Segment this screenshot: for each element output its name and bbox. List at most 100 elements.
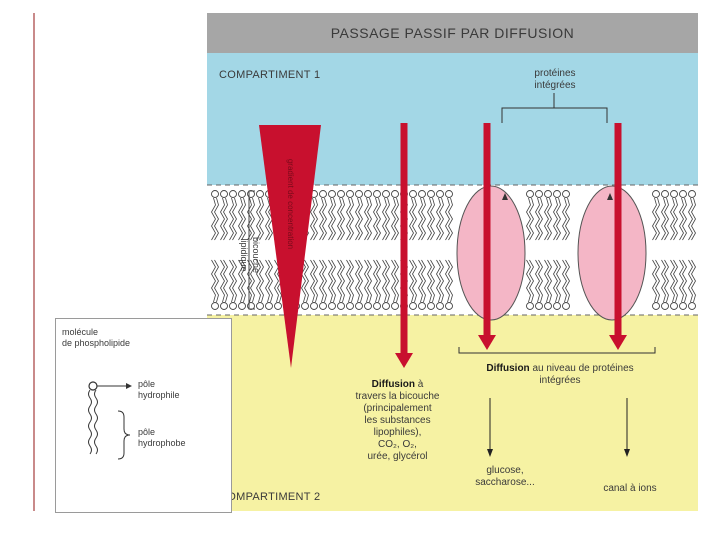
phospholipid-head: [392, 191, 399, 198]
phospholipid-tail: [374, 260, 378, 302]
phospholipid-head: [680, 303, 687, 310]
phospholipid-tail: [221, 198, 225, 240]
phospholipid-legend: molécule de phospholipide pôle hydrophil…: [55, 318, 232, 513]
diffusion-figure: PASSAGE PASSIF PAR DIFFUSION: [33, 13, 698, 511]
phospholipid-head: [257, 191, 264, 198]
phospholipid-tail: [554, 198, 558, 240]
phospholipid-tail: [419, 198, 423, 240]
phospholipid-tail: [212, 260, 216, 302]
phospholipid-head: [212, 303, 219, 310]
phospholipid-tail: [329, 198, 333, 240]
phospholipid-head: [365, 303, 372, 310]
phospholipid-head: [374, 303, 381, 310]
phospholipid-head: [383, 303, 390, 310]
phospholipid-head: [410, 303, 417, 310]
phospholipid-tail: [653, 198, 657, 240]
phospholipid-head: [545, 303, 552, 310]
phospholipid-head: [536, 303, 543, 310]
phospholipid-tail: [419, 260, 423, 302]
sugars-example: glucose, saccharose...: [465, 465, 545, 489]
phospholipid-tail: [266, 260, 270, 302]
legend-phospholipid-icon: [56, 319, 231, 512]
phospholipid-tail: [392, 260, 396, 302]
phospholipid-tail: [356, 260, 360, 302]
phospholipid-tail: [356, 198, 360, 240]
phospholipid-tail: [689, 260, 693, 302]
phospholipid-tail: [437, 198, 441, 240]
diffusion-arrow-bilayer-head: [395, 353, 413, 368]
phospholipid-head: [320, 191, 327, 198]
phospholipid-tail: [320, 198, 324, 240]
legend-hydrophilic-label: pôle hydrophile: [138, 379, 180, 401]
phospholipid-head: [428, 303, 435, 310]
phospholipid-head: [446, 191, 453, 198]
phospholipid-tail: [671, 260, 675, 302]
phospholipid-tail: [230, 198, 234, 240]
compartment-1-label: COMPARTIMENT 1: [219, 69, 320, 81]
phospholipid-head: [320, 303, 327, 310]
phospholipid-tail: [446, 198, 450, 240]
phospholipid-tail: [410, 260, 414, 302]
phospholipid-tail: [563, 198, 567, 240]
phospholipid-head: [419, 191, 426, 198]
bilayer-label: bicouche lipidique: [238, 200, 262, 310]
diffusion-arrow-protein-2-head: [609, 335, 627, 350]
phospholipid-head: [671, 303, 678, 310]
phospholipid-head: [554, 303, 561, 310]
phospholipid-tail: [365, 198, 369, 240]
phospholipid-head: [338, 191, 345, 198]
phospholipid-head: [239, 191, 246, 198]
phospholipid-head: [563, 191, 570, 198]
phospholipid-tail: [545, 260, 549, 302]
diffusion-proteins-text: Diffusion au niveau de protéines intégré…: [455, 363, 665, 387]
phospholipid-head: [446, 303, 453, 310]
phospholipid-tail: [266, 198, 270, 240]
diffusion-arrow-protein-1-head: [478, 335, 496, 350]
phospholipid-tail: [536, 260, 540, 302]
phospholipid-tail: [428, 198, 432, 240]
ion-channel-example: canal à ions: [585, 483, 675, 495]
phospholipid-head: [365, 191, 372, 198]
phospholipid-head: [392, 303, 399, 310]
phospholipid-tail: [338, 198, 342, 240]
phospholipid-head: [347, 191, 354, 198]
phospholipid-tail: [671, 198, 675, 240]
phospholipid-head: [356, 303, 363, 310]
phospholipid-tail: [365, 260, 369, 302]
phospholipid-tail: [383, 260, 387, 302]
phospholipid-tail: [329, 260, 333, 302]
phospholipid-tail: [662, 198, 666, 240]
phospholipid-head: [230, 303, 237, 310]
phospholipid-head: [536, 191, 543, 198]
phospholipid-head: [527, 191, 534, 198]
phospholipid-tail: [689, 198, 693, 240]
protein-diffusion-bracket: [459, 347, 655, 353]
phospholipid-head: [527, 303, 534, 310]
phospholipid-tail: [527, 198, 531, 240]
gradient-label: gradient de concentration: [284, 134, 296, 274]
phospholipid-tail: [527, 260, 531, 302]
phospholipid-head: [266, 303, 273, 310]
phospholipid-tail: [338, 260, 342, 302]
phospholipid-head: [419, 303, 426, 310]
phospholipid-head: [545, 191, 552, 198]
phospholipid-head: [653, 303, 660, 310]
phospholipid-head: [311, 303, 318, 310]
phospholipid-tail: [230, 260, 234, 302]
phospholipid-head: [689, 191, 696, 198]
phospholipid-tail: [212, 198, 216, 240]
ion-arrow-head: [624, 449, 630, 457]
phospholipid-tail: [347, 260, 351, 302]
phospholipid-head: [437, 303, 444, 310]
proteins-label: protéines intégrées: [515, 68, 595, 92]
phospholipid-head: [554, 191, 561, 198]
phospholipid-head: [329, 303, 336, 310]
phospholipid-head: [356, 191, 363, 198]
phospholipid-tail: [536, 198, 540, 240]
proteins-bracket: [502, 108, 607, 123]
compartment-2-label: COMPARTIMENT 2: [219, 491, 320, 503]
phospholipid-head: [230, 191, 237, 198]
phospholipid-tail: [347, 198, 351, 240]
phospholipid-tail: [446, 260, 450, 302]
phospholipid-head: [662, 191, 669, 198]
